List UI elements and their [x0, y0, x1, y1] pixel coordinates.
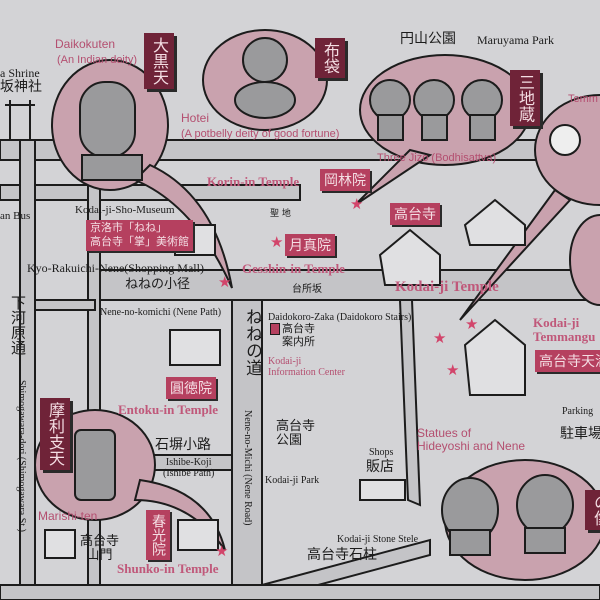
- marishiten-label: Marishi-ten: [38, 509, 98, 523]
- stone-stele-jp: 高台寺石柱: [307, 547, 377, 563]
- parking-label: Parking: [562, 406, 594, 417]
- ishibe-jp: 石塀小路: [155, 437, 211, 453]
- shopping-mall-label: Kyo-Rakuichi-Nene(Shopping Mall): [27, 261, 204, 275]
- hotei-label: Hotei: [181, 111, 210, 125]
- korin-in-temple-label: Korin-in Temple: [207, 174, 300, 189]
- shunko-in-temple-label: Shunko-in Temple: [117, 561, 219, 576]
- gesshin-in-temple-label: Gesshin-in Temple: [242, 261, 345, 276]
- stone-stele-label: Kodai-ji Stone Stele: [337, 534, 419, 545]
- daikokuten-sub: (An Indian deity): [57, 54, 138, 66]
- shrine-label-jp: 坂神社: [0, 79, 42, 95]
- info-center-jp-line1: 高台寺: [282, 322, 315, 335]
- gesshin-in-sign: 月真院: [285, 234, 335, 256]
- shrine-label: a Shrine: [0, 66, 40, 80]
- maruyama-park-label: Maruyama Park: [477, 33, 554, 47]
- hotei-sign: 布袋: [315, 38, 345, 78]
- info-center-jp-line2: 案内所: [282, 335, 315, 349]
- kodaiji-temple-label: Kodai-ji Temple: [395, 279, 499, 295]
- sanmon-jp-line2: 山門: [86, 548, 113, 564]
- statues-line2: Hideyoshi and Nene: [417, 439, 526, 454]
- three-jizo-sign: 三地蔵: [510, 70, 540, 126]
- museum-sign-line1: 京洛市「ねね」: [90, 221, 167, 234]
- daidokoro-label: Daidokoro-Zaka (Daidokoro Stairs): [268, 312, 412, 323]
- temple-star-icon: ★: [465, 317, 479, 333]
- shunko-in-star-icon: ★: [215, 544, 229, 560]
- entoku-in-sign: 圓徳院: [166, 377, 216, 399]
- buildings: [5, 100, 526, 559]
- hideyoshi-nene-sign: の像: [585, 490, 600, 530]
- temmangu-bubble-label: Temm: [568, 93, 598, 105]
- bus-label: an Bus: [0, 210, 31, 222]
- shimogawara-label: Shimogawara-dori (Shimogawara St.): [16, 380, 27, 532]
- maruyama-park-jp: 円山公園: [400, 31, 456, 47]
- kodaiji-park-jp: 高台寺公園: [276, 419, 316, 449]
- shimogawara-jp: 下河原通: [9, 295, 27, 355]
- shops-jp: 販店: [366, 459, 394, 475]
- three-jizo-label: Three Jizo (Bodhisattva): [377, 152, 497, 164]
- entoku-in-temple-label: Entoku-in Temple: [118, 402, 219, 417]
- marishiten-sign: 摩利支天: [40, 398, 70, 470]
- museum-star-icon: ★: [218, 275, 232, 291]
- daidokoro-jp: 台所坂: [292, 284, 322, 295]
- korin-in-star-icon: ★: [350, 197, 364, 213]
- info-center-marker: [270, 323, 280, 335]
- daikokuten-sign: 大黒天: [144, 33, 174, 89]
- temmangu-line2: Temmangu: [533, 329, 596, 345]
- museum-label: Kodai-ji-Sho-Museum: [75, 204, 175, 216]
- statues: [74, 37, 581, 556]
- temmangu-line1: Kodai-ji: [533, 315, 580, 330]
- daikokuten-label: Daikokuten: [55, 37, 116, 51]
- nene-michi-jp: ねねの道: [242, 308, 262, 376]
- sanmon-jp: 高台寺山門: [80, 534, 120, 564]
- museum-sign: 京洛市「ねね」高台寺「掌」美術館: [86, 220, 193, 251]
- ishibe-line2: (Ishibe Path): [163, 468, 215, 479]
- museum-sign-line2: 高台寺「掌」美術館: [90, 235, 189, 249]
- info-center-line2: Information Center: [268, 367, 345, 378]
- statues-line1: Statues of: [417, 426, 472, 440]
- seichi-label: 聖 地: [270, 209, 291, 219]
- shops-label: Shops: [369, 447, 394, 458]
- temmangu-sign: 高台寺天満: [535, 350, 600, 372]
- kodaiji-park-label: Kodai-ji Park: [265, 475, 320, 486]
- side-bubble: [569, 214, 600, 306]
- info-center-jp: 高台寺案内所: [282, 322, 315, 348]
- sanmon-jp-line1: 高台寺: [80, 534, 120, 549]
- parking-jp: 駐車場: [560, 426, 600, 442]
- shunko-in-sign: 春光院: [146, 510, 170, 560]
- nene-michi-label: Nene-no-Michi (Nene Road): [242, 410, 253, 526]
- korin-in-sign: 岡林院: [320, 169, 370, 191]
- ishibe-line1: Ishibe-Koji: [165, 457, 212, 468]
- nene-komichi-jp: ねねの小径: [125, 277, 191, 292]
- temple-star-icon: ★: [433, 331, 447, 347]
- info-center-line1: Kodai-ji: [268, 356, 302, 367]
- hotei-sub: (A potbelly deity of good fortune): [181, 128, 340, 140]
- kodaiji-sign: 高台寺: [390, 203, 440, 225]
- gesshin-in-star-icon: ★: [270, 235, 284, 251]
- nene-path-label: Nene-no-komichi (Nene Path): [100, 307, 222, 318]
- statues-star-icon: ★: [446, 363, 460, 379]
- ishibe-label: Ishibe-Koji(Ishibe Path): [163, 457, 214, 479]
